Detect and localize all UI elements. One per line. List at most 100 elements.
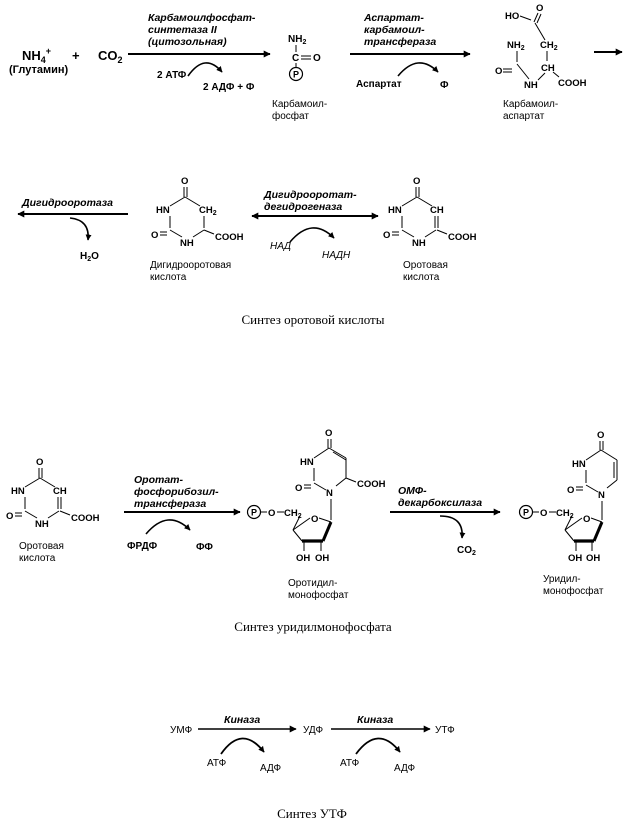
glutamine-label: (Глутамин) (9, 64, 68, 76)
oa2-name-line2: кислота (19, 553, 56, 564)
omp-hn: HN (300, 457, 314, 468)
omp-phosphate-icon (246, 504, 262, 520)
curved-arrow-5 (145, 519, 191, 535)
dho-ring-6 (192, 229, 205, 238)
omp-o-link: O (268, 508, 275, 519)
ump-n: N (598, 490, 605, 501)
ca-o-top: O (536, 3, 543, 14)
oa1-ring-5 (401, 229, 415, 238)
omp-n: N (326, 488, 333, 499)
nh4-label: NH4+ (22, 46, 51, 65)
utp-label: УТФ (435, 725, 455, 736)
dho-o-left: O (151, 230, 158, 241)
ump-ring-o: O (583, 514, 590, 525)
dho-cooh: COOH (215, 232, 244, 243)
atp-1-label: АТФ (207, 758, 227, 769)
caption-ump: Синтез уридилмонофосфата (234, 619, 392, 634)
enzyme-atc-line2: карбамоил- (364, 24, 425, 36)
ca-bond-7 (552, 71, 560, 78)
enzyme-dhodh-line1: Дигидрооротат- (263, 189, 357, 201)
atp-2-label-utp: АТФ (340, 758, 360, 769)
curved-arrow-4 (289, 227, 335, 243)
omp-ring-1 (313, 447, 330, 459)
ump-o-left: O (567, 485, 574, 496)
cp-carbon: C (292, 53, 299, 64)
dho-ring-5 (169, 229, 183, 238)
dho-o-top: O (181, 176, 188, 187)
phosphate-circle-icon (288, 66, 304, 82)
omp-name-line2: монофосфат (288, 589, 349, 601)
water-label: H2O (80, 251, 99, 263)
nadh-label: НАДН (322, 250, 351, 261)
dho-nh: NH (180, 238, 194, 249)
adp-pi-label: 2 АДФ + Ф (203, 82, 255, 93)
prpp-label: ФРДФ (127, 541, 158, 552)
ca-bond-co-a (533, 12, 539, 23)
omp-c4-o (292, 517, 311, 531)
ca-bond-2 (534, 22, 546, 41)
curved-arrow-6 (439, 515, 466, 539)
enzyme-dhodh-line2: дегидрогеназа (264, 201, 342, 213)
dho-ring-1 (169, 196, 186, 207)
curved-arrow-1 (187, 62, 223, 77)
oa1-ring-1 (401, 196, 418, 207)
oa2-o-left: O (6, 511, 13, 522)
omp-c1-c2 (321, 521, 333, 542)
enzyme-cps2-line1: Карбамоилфосфат- (148, 12, 256, 24)
ca-bond-co-b (536, 13, 542, 24)
caption-orotic-acid: Синтез оротовой кислоты (242, 312, 385, 327)
omp-c4-c3 (292, 529, 303, 542)
oa2-ring-6 (47, 510, 60, 519)
omp-o-c1 (318, 517, 332, 523)
ca-ho: HO (505, 11, 519, 22)
enzyme-ompdc-line1: ОМФ- (398, 485, 427, 497)
omp-cooh: COOH (357, 479, 386, 490)
curved-arrow-2 (397, 62, 439, 77)
oa1-ring-2 (416, 196, 433, 207)
ca-name-line1: Карбамоил- (503, 98, 558, 110)
section-orotic-acid-synthesis: NH4+ (Глутамин) + CO2 Карбамоилфосфат- с… (9, 3, 623, 327)
omp-oh2: OH (315, 553, 329, 564)
enzyme-oprt-line1: Оротат- (134, 474, 184, 486)
ump-ring-2 (600, 449, 618, 461)
enzyme-atc-line3: трансфераза (364, 36, 436, 48)
ump-o-top: O (597, 430, 604, 441)
omp-ring-2 (328, 447, 347, 459)
dho-ring-2 (184, 196, 201, 207)
curved-arrow-7 (220, 737, 265, 755)
ump-c1-c2 (592, 521, 604, 542)
dho-bond-cooh (203, 229, 215, 235)
oa2-ring-5 (24, 510, 38, 519)
omp-c5-c4 (292, 515, 301, 531)
ca-ch2: CH2 (540, 40, 558, 52)
dho-ch2: CH2 (199, 205, 217, 217)
enzyme-cps2-line3: (цитозольная) (148, 36, 227, 48)
oa2-ring-2 (39, 477, 56, 488)
dho-name-line1: Дигидрооротовая (150, 260, 231, 271)
oa1-name-line1: Оротовая (403, 260, 448, 271)
oa2-nh: NH (35, 519, 49, 530)
enzyme-dihydroorotase: Дигидрооротаза (21, 197, 113, 209)
oa1-name-line2: кислота (403, 272, 440, 283)
nad-label: НАД (270, 241, 291, 252)
atp-2-label: 2 АТФ (157, 70, 187, 81)
oa1-nh: NH (412, 238, 426, 249)
omp-o-left: O (295, 483, 302, 494)
ump-ring-6 (606, 479, 618, 489)
dho-name-line2: кислота (150, 272, 187, 283)
kinase-1-label: Киназа (224, 714, 260, 726)
oa2-ch: CH (53, 486, 67, 497)
curved-arrow-3 (69, 217, 92, 241)
ump-c4-o (564, 517, 583, 531)
caption-utp: Синтез УТФ (277, 806, 347, 821)
cp-nh2: NH2 (288, 34, 306, 46)
ump-oh1: OH (568, 553, 582, 564)
co2-released-label: CO2 (457, 545, 476, 557)
omp-ring-5 (313, 482, 327, 491)
cp-oxygen: O (313, 53, 321, 64)
oa1-o-left: O (383, 230, 390, 241)
oa2-o-top: O (36, 457, 43, 468)
ca-cooh: COOH (558, 78, 587, 89)
